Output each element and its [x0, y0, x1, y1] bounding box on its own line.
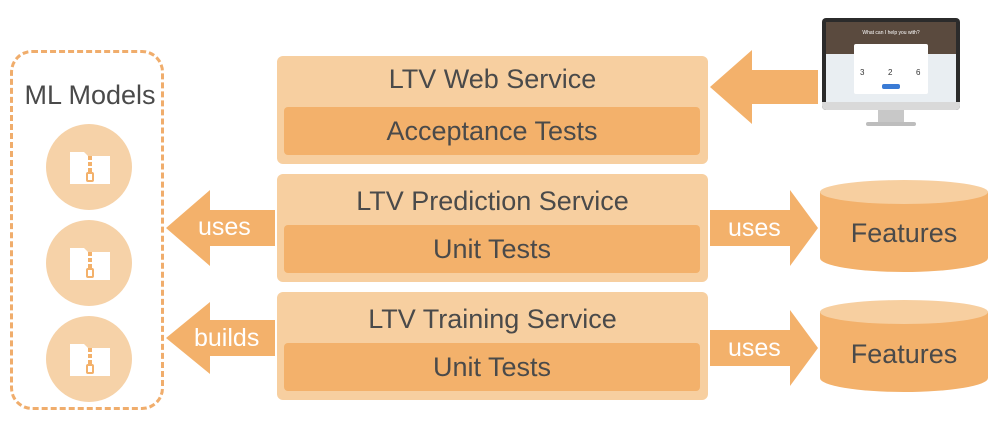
screen-headline: What can I help you with?	[862, 30, 920, 36]
desktop-monitor-icon: What can I help you with? 3 2 6	[822, 18, 962, 130]
monitor-screen: What can I help you with? 3 2 6	[826, 22, 956, 106]
ml-model-2	[46, 220, 132, 306]
service-web-title: LTV Web Service	[388, 64, 597, 94]
arrow-monitor-to-web	[710, 50, 818, 124]
ml-models-group	[10, 50, 164, 410]
arrow-prediction-to-features	[710, 190, 818, 266]
database-cylinder-icon	[820, 180, 988, 272]
service-prediction-title: LTV Prediction Service	[356, 186, 629, 216]
service-training: LTV Training Service Unit Tests	[277, 292, 708, 400]
prediction-unit-tests-bar: Unit Tests	[284, 225, 700, 273]
zip-folder-icon	[70, 152, 110, 184]
ml-model-3	[46, 316, 132, 402]
monitor-stand	[878, 110, 904, 124]
uses-label-features-1: uses	[728, 214, 781, 242]
arrow-prediction-to-models	[166, 190, 275, 266]
service-web: LTV Web Service Acceptance Tests	[277, 56, 708, 164]
features-label-2: Features	[850, 339, 958, 369]
training-unit-tests-bar: Unit Tests	[284, 343, 700, 391]
uses-label-features-2: uses	[728, 334, 781, 362]
monitor-base	[866, 122, 916, 126]
ml-model-1	[46, 124, 132, 210]
ml-models-title: ML Models	[24, 80, 156, 110]
arrow-training-to-models	[166, 302, 275, 374]
screen-number-3: 6	[916, 68, 921, 77]
zip-folder-icon	[70, 344, 110, 376]
database-cylinder-icon	[820, 300, 988, 392]
features-label-1: Features	[850, 218, 958, 248]
screen-card: 3 2 6	[854, 44, 928, 94]
acceptance-tests-bar: Acceptance Tests	[284, 107, 700, 155]
monitor-chin	[822, 102, 960, 110]
builds-label-models: builds	[194, 324, 260, 352]
zip-folder-icon	[70, 248, 110, 280]
screen-button	[882, 84, 900, 89]
service-prediction: LTV Prediction Service Unit Tests	[277, 174, 708, 282]
uses-label-models: uses	[198, 213, 251, 241]
screen-number-2: 2	[888, 68, 893, 77]
screen-number-1: 3	[860, 68, 865, 77]
arrow-training-to-features	[710, 310, 818, 386]
service-training-title: LTV Training Service	[368, 304, 617, 334]
